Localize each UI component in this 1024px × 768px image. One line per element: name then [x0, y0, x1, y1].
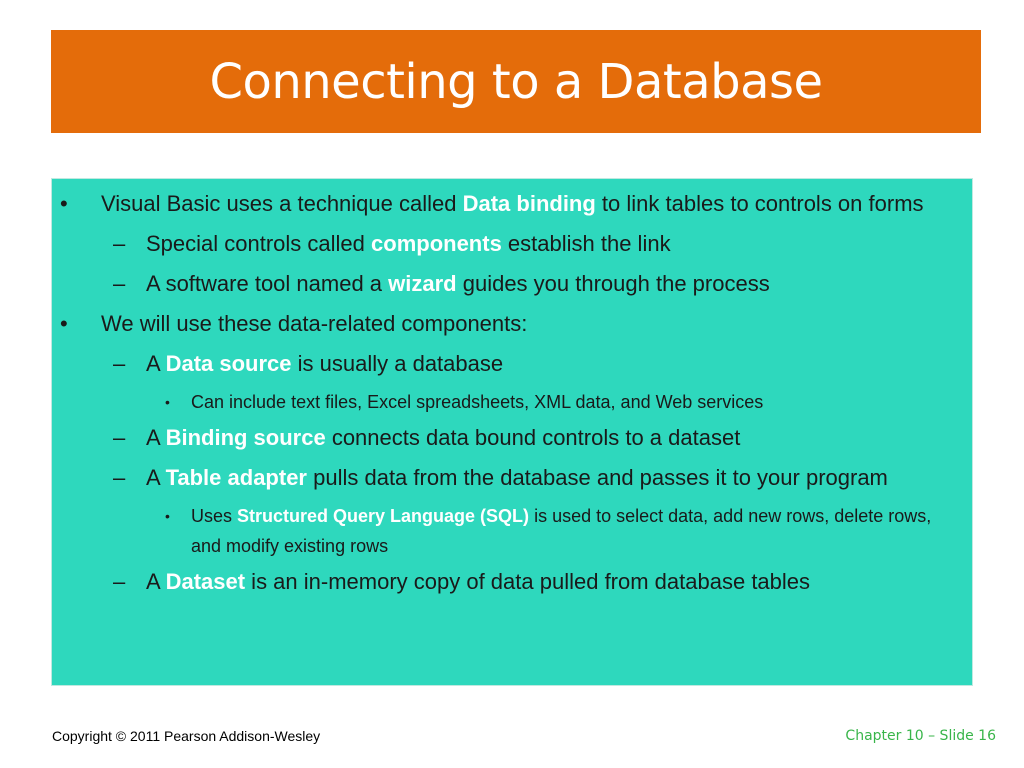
term-binding-source: Binding source — [165, 425, 326, 450]
subbullet-data-source: –A Data source is usually a database — [52, 347, 958, 381]
dash-marker: – — [113, 351, 126, 376]
bullet-marker: • — [165, 508, 170, 524]
term-data-source: Data source — [165, 351, 292, 376]
subbullet-table-adapter: –A Table adapter pulls data from the dat… — [52, 461, 958, 495]
bullet-marker: • — [60, 191, 68, 216]
bullet-marker: • — [165, 394, 170, 410]
term-dataset: Dataset — [165, 569, 246, 594]
subsubbullet-sql: •Uses Structured Query Language (SQL) is… — [52, 501, 958, 561]
subbullet-binding-source: –A Binding source connects data bound co… — [52, 421, 958, 455]
copyright-text: Copyright © 2011 Pearson Addison-Wesley — [52, 728, 321, 744]
bullet-marker: • — [60, 311, 68, 336]
bullet-data-binding: •Visual Basic uses a technique called Da… — [52, 187, 958, 221]
subbullet-dataset: –A Dataset is an in-memory copy of data … — [52, 565, 958, 599]
title-bar: Connecting to a Database — [51, 30, 981, 133]
subbullet-wizard: –A software tool named a wizard guides y… — [52, 267, 958, 301]
content-box: •Visual Basic uses a technique called Da… — [51, 178, 973, 686]
dash-marker: – — [113, 569, 126, 594]
bullet-components-intro: •We will use these data-related componen… — [52, 307, 958, 341]
subbullet-components: –Special controls called components esta… — [52, 227, 958, 261]
dash-marker: – — [113, 271, 126, 296]
slide-title: Connecting to a Database — [209, 53, 823, 110]
term-data-binding: Data binding — [462, 191, 596, 216]
dash-marker: – — [113, 425, 126, 450]
term-sql: Structured Query Language (SQL) — [237, 506, 530, 526]
term-wizard: wizard — [388, 271, 457, 296]
term-table-adapter: Table adapter — [165, 465, 307, 490]
dash-marker: – — [113, 465, 126, 490]
term-components: components — [371, 231, 502, 256]
dash-marker: – — [113, 231, 126, 256]
slide-number: Chapter 10 – Slide 16 — [845, 728, 996, 744]
subsubbullet-file-types: •Can include text files, Excel spreadshe… — [52, 387, 958, 417]
